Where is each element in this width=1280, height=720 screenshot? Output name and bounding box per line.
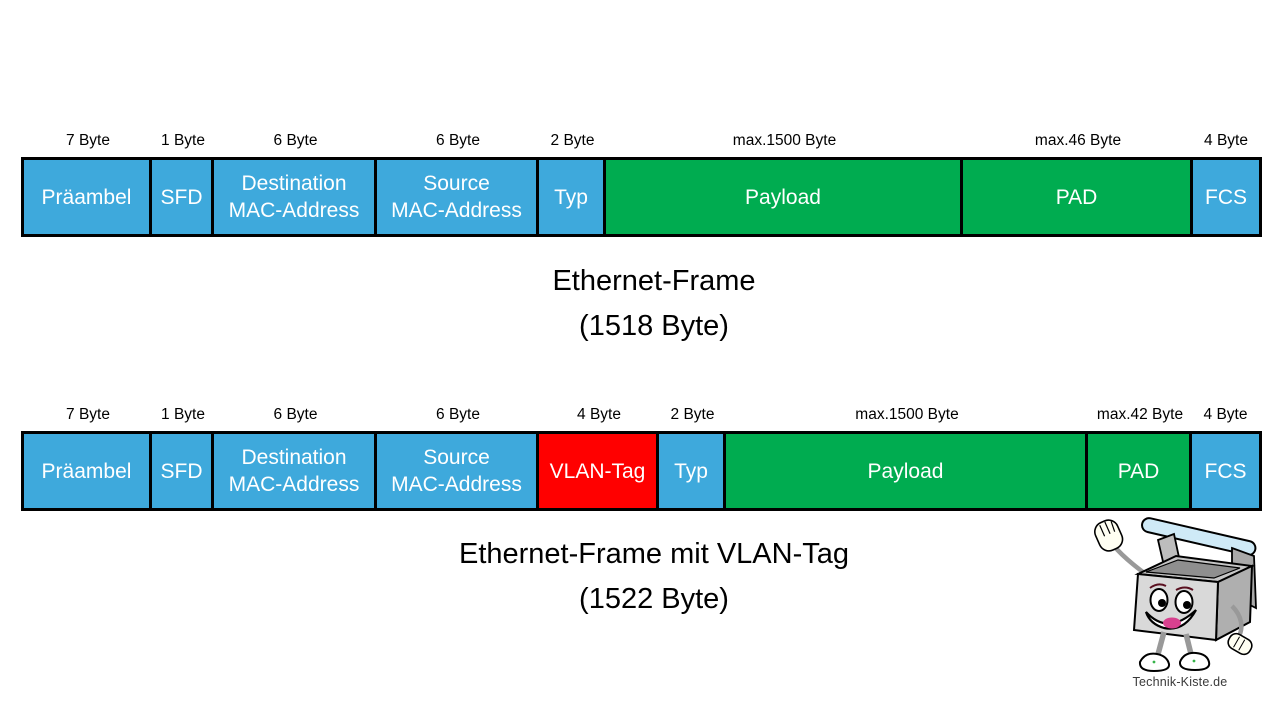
- size-label-source-mac: 6 Byte: [436, 406, 480, 423]
- frame2-subtitle: (1522 Byte): [579, 583, 729, 615]
- frame1-size-labels: 7 Byte 1 Byte 6 Byte 6 Byte 2 Byte max.1…: [24, 132, 1259, 150]
- field-label: Destination: [241, 446, 347, 469]
- field-label: MAC-Address: [228, 199, 360, 222]
- frame2-field-sfd: SFD: [152, 434, 214, 508]
- frame2-title: Ethernet-Frame mit VLAN-Tag: [458, 538, 849, 570]
- size-label-sfd: 1 Byte: [161, 406, 205, 423]
- frame1-field-sfd: SFD: [152, 160, 214, 234]
- field-label: Präambel: [41, 185, 132, 209]
- size-label-pad: max.42 Byte: [1096, 406, 1184, 423]
- field-label: Typ: [554, 185, 588, 209]
- size-label-typ: 2 Byte: [670, 406, 715, 423]
- frame2-field-fcs: FCS: [1192, 434, 1259, 508]
- field-label: PAD: [1055, 185, 1098, 209]
- field-label: Source: [423, 172, 490, 195]
- field-label: Payload: [745, 185, 821, 209]
- frame1-caption: Ethernet-Frame (1518 Byte): [24, 259, 1280, 349]
- field-label: MAC-Address: [391, 199, 522, 222]
- field-label: VLAN-Tag: [549, 459, 646, 483]
- frame1-field-fcs: FCS: [1193, 160, 1259, 234]
- size-label-payload: max.1500 Byte: [732, 132, 837, 149]
- field-label: MAC-Address: [391, 473, 522, 496]
- field-label: SFD: [160, 459, 203, 483]
- field-label: Payload: [867, 459, 944, 483]
- field-label: Präambel: [41, 459, 132, 483]
- field-label: FCS: [1204, 459, 1247, 483]
- frame2-caption: Ethernet-Frame mit VLAN-Tag (1522 Byte): [24, 532, 1280, 622]
- size-label-typ: 2 Byte: [550, 132, 595, 149]
- size-label-payload: max.1500 Byte: [855, 406, 959, 423]
- frame1-field-praeambel: Präambel: [24, 160, 152, 234]
- size-label-source-mac: 6 Byte: [436, 132, 480, 149]
- size-label-pad: max.46 Byte: [1034, 132, 1122, 149]
- frame1-field-payload: Payload: [606, 160, 963, 234]
- field-label: Source: [423, 446, 490, 469]
- toolbox-mascot-icon: [1094, 517, 1257, 673]
- size-label-destination-mac: 6 Byte: [273, 132, 318, 149]
- size-label-fcs: 4 Byte: [1204, 132, 1248, 149]
- frame2-field-vlan-tag: VLAN-Tag: [539, 434, 659, 508]
- size-label-sfd: 1 Byte: [161, 132, 205, 149]
- size-label-vlan-tag: 4 Byte: [577, 406, 621, 423]
- frame2-field-pad: PAD: [1088, 434, 1192, 508]
- technik-kiste-logo: Technik-Kiste.de: [1080, 510, 1280, 710]
- frame1-title: Ethernet-Frame: [552, 265, 756, 297]
- logo-text: Technik-Kiste.de: [1132, 675, 1228, 689]
- frame1-field-pad: PAD: [963, 160, 1193, 234]
- field-label: MAC-Address: [228, 473, 360, 496]
- frame2-field-payload: Payload: [726, 434, 1088, 508]
- size-label-praeambel: 7 Byte: [66, 132, 110, 149]
- field-label: FCS: [1205, 185, 1247, 209]
- frame2-size-labels: 7 Byte 1 Byte 6 Byte 6 Byte 4 Byte 2 Byt…: [24, 406, 1259, 424]
- frame2-field-praeambel: Präambel: [24, 434, 152, 508]
- frame1-subtitle: (1518 Byte): [579, 310, 729, 342]
- frame2-field-typ: Typ: [659, 434, 726, 508]
- field-label: PAD: [1117, 459, 1160, 483]
- size-label-destination-mac: 6 Byte: [273, 406, 318, 423]
- field-label: Destination: [241, 172, 347, 195]
- field-label: Typ: [674, 459, 708, 483]
- frame1-field-typ: Typ: [539, 160, 606, 234]
- size-label-fcs: 4 Byte: [1203, 406, 1248, 423]
- size-label-praeambel: 7 Byte: [66, 406, 110, 423]
- field-label: SFD: [160, 185, 203, 209]
